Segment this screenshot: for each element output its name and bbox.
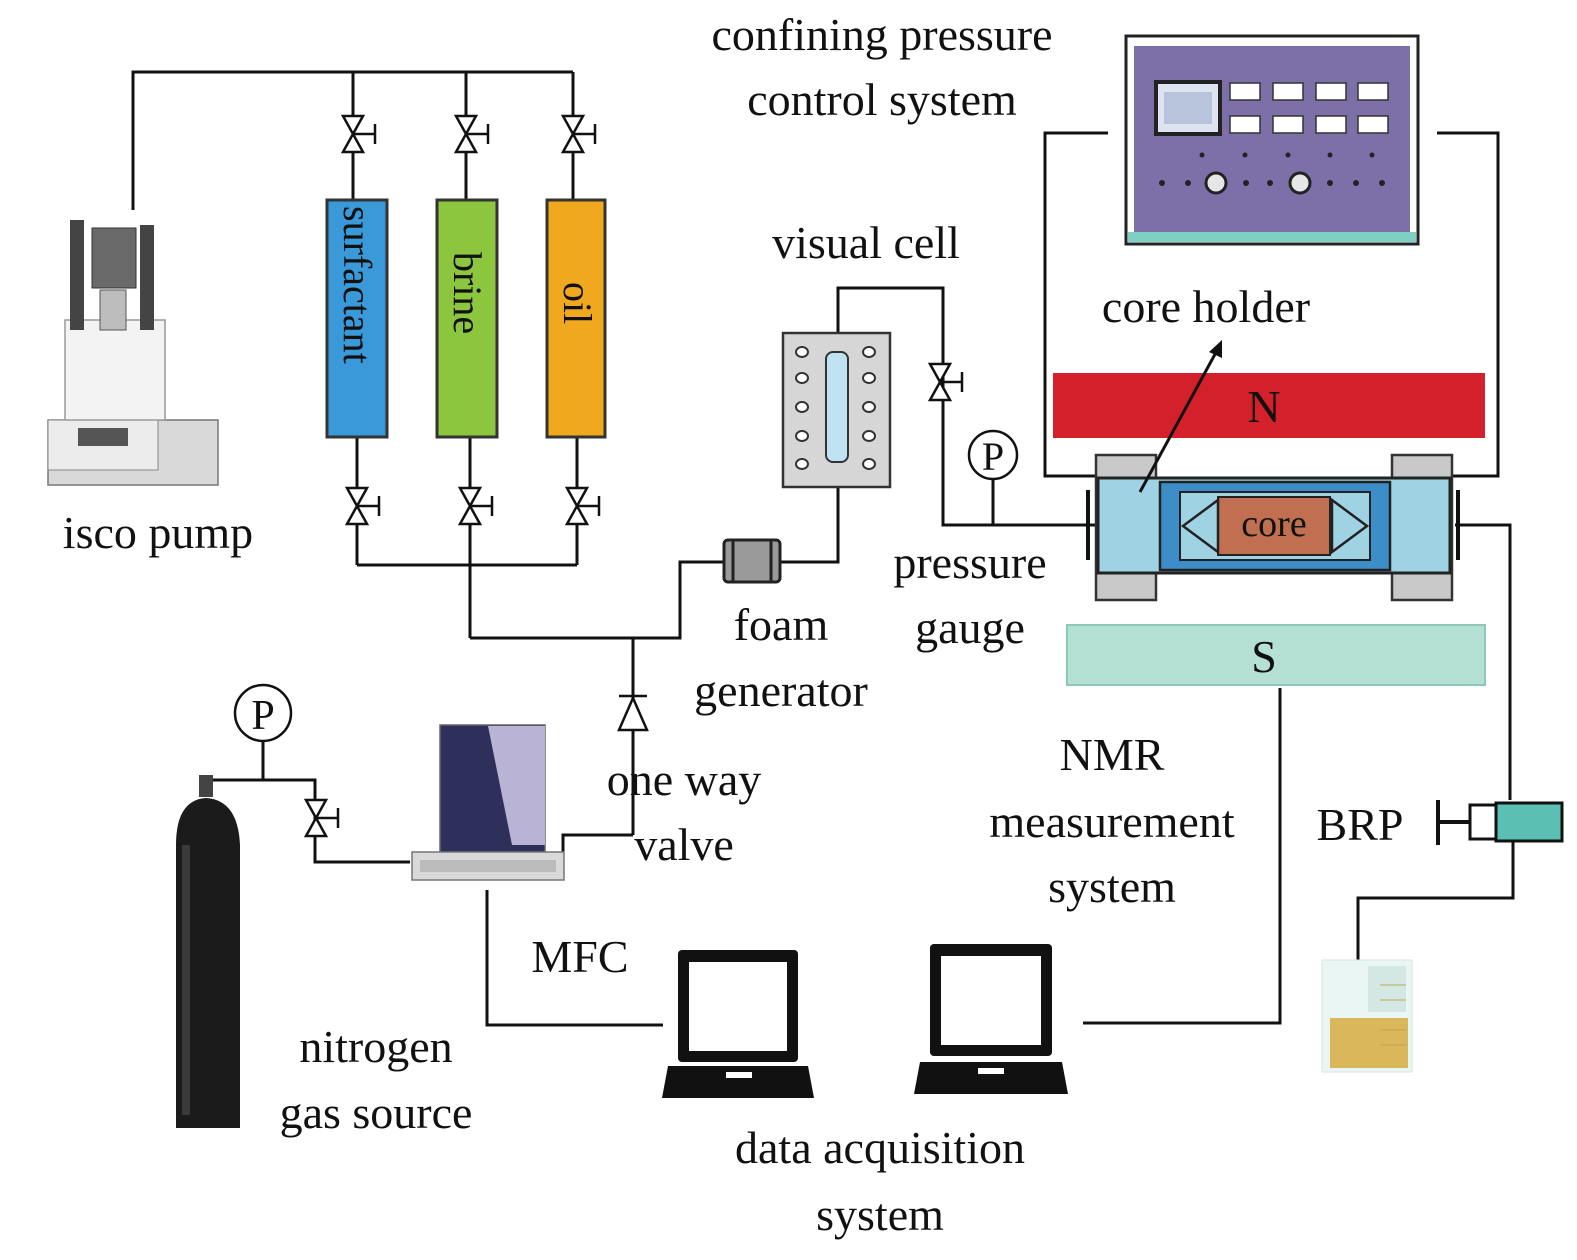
surfactant-label: surfactant (335, 206, 380, 364)
core-holder-label: core holder (1102, 281, 1310, 332)
brp-icon (1436, 800, 1564, 845)
magnet-s (1066, 624, 1486, 686)
confining-label-line1: confining pressure (711, 9, 1052, 60)
isco-pump-icon (47, 220, 219, 486)
mfc-label: MFC (531, 931, 628, 982)
nmr-label-line2: measurement (989, 796, 1234, 847)
labels: confining pressure control system visual… (63, 9, 1404, 1240)
foam-generator-label-line1: foam (734, 599, 829, 650)
nitrogen-gauge-icon (233, 683, 293, 743)
pressure-gauge-icon (967, 429, 1019, 481)
confining-pressure-panel (1124, 34, 1420, 246)
oil-label: oil (555, 282, 600, 324)
data-acquisition-label-line2: system (816, 1189, 944, 1240)
brine-label: brine (445, 252, 490, 334)
data-acquisition-label-line1: data acquisition (735, 1122, 1025, 1173)
valves (303, 114, 964, 838)
core-holder (1086, 453, 1460, 602)
valve-icon (340, 114, 377, 154)
brine-cylinder (435, 198, 499, 439)
piping (131, 70, 1515, 1027)
one-way-valve-label-line2: valve (634, 819, 734, 870)
knob-icon (1288, 171, 1312, 195)
laptop-icon (914, 944, 1068, 1094)
surfactant-cylinder (325, 198, 389, 439)
beaker-icon (1321, 959, 1413, 1073)
nitrogen-cylinder-icon (176, 775, 240, 1128)
visual-cell-label: visual cell (772, 217, 960, 268)
isco-pump-label: isco pump (63, 507, 253, 558)
nmr-label-line1: NMR (1060, 729, 1165, 780)
valve-icon (453, 114, 490, 154)
magnet-n (1053, 373, 1485, 438)
one-way-valve-label-line1: one way (607, 754, 762, 805)
visual-cell-icon (781, 331, 892, 489)
core-sample (1217, 496, 1331, 556)
pressure-gauge-symbol: P (982, 434, 1004, 479)
foam-generator-label-line2: generator (694, 665, 868, 716)
surfactant-vessel (325, 198, 389, 439)
valve-icon (560, 114, 597, 154)
pressure-gauge-label-line1: pressure (893, 537, 1046, 588)
core-holder-pointer-arrow (1138, 340, 1222, 493)
one-way-valve-icon (617, 694, 649, 732)
brp-label: BRP (1317, 799, 1404, 850)
pressure-gauge-label-line2: gauge (915, 602, 1025, 653)
valve-icon (344, 486, 381, 526)
oil-vessel (545, 198, 607, 439)
nmr-label-line3: system (1048, 861, 1176, 912)
knob-icon (1204, 171, 1228, 195)
brine-vessel (435, 198, 499, 439)
nitrogen-label-line1: nitrogen (299, 1021, 452, 1072)
nitrogen-gauge-symbol: P (251, 693, 274, 739)
confining-label-line2: control system (747, 74, 1017, 125)
oil-cylinder (545, 198, 607, 439)
magnet-n-label: N (1247, 381, 1280, 432)
valve-icon (564, 486, 601, 526)
nitrogen-label-line2: gas source (280, 1087, 473, 1138)
mfc-icon (411, 724, 565, 881)
valve-icon (303, 798, 340, 838)
foam-generator-icon (722, 538, 782, 584)
laptop-icon (662, 950, 814, 1098)
valve-icon (457, 486, 494, 526)
valve-icon (927, 362, 964, 402)
core-label: core (1241, 503, 1306, 545)
magnet-s-label: S (1251, 631, 1277, 682)
